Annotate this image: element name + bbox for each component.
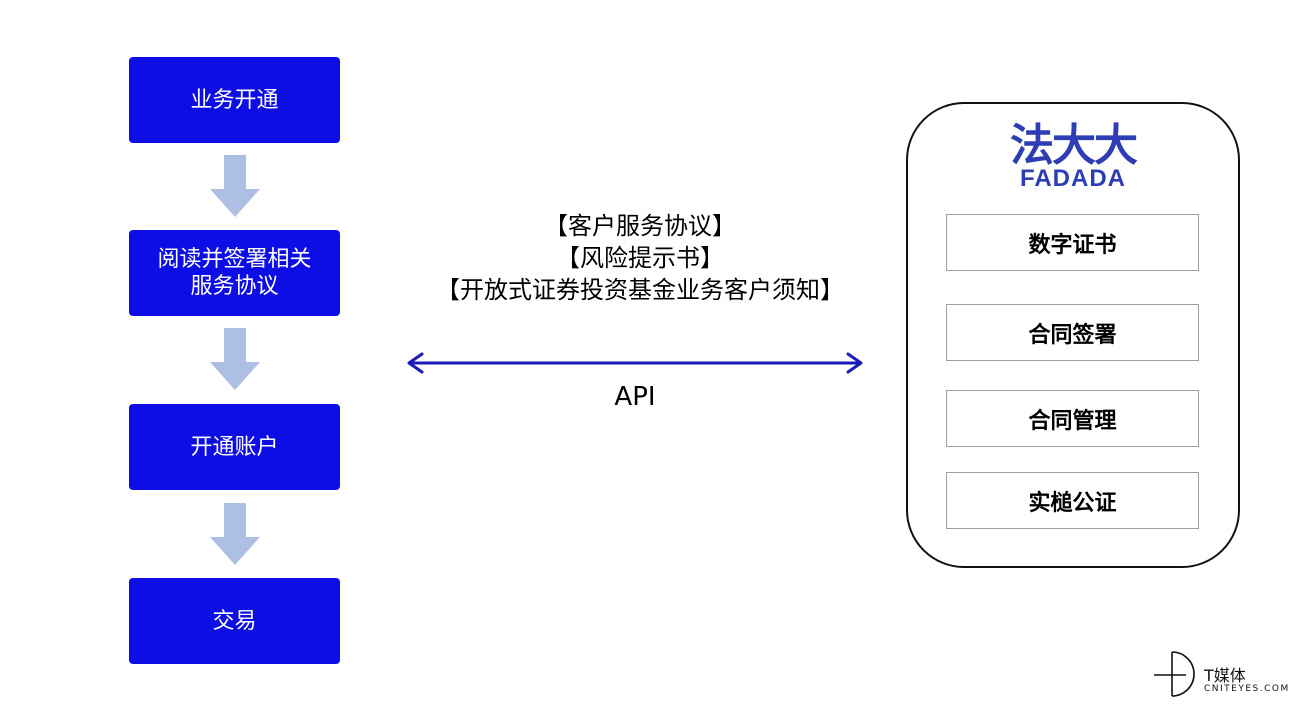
fadada-logo: 法大大 — [1010, 120, 1138, 171]
flow-step-label: 开通账户 — [190, 434, 279, 460]
flow-step-open-business: 业务开通 — [129, 57, 340, 143]
agreement-list: 【客户服务协议】 【风险提示书】 【开放式证券投资基金业务客户须知】 — [380, 210, 900, 306]
flow-step-trade: 交易 — [129, 578, 340, 664]
watermark-domain: CNITEYES.COM — [1204, 684, 1290, 694]
flow-step-label: 阅读并签署相关 服务协议 — [157, 247, 312, 299]
watermark-text: T媒体 — [1204, 666, 1246, 685]
watermark-logo-icon — [1154, 651, 1195, 697]
api-label: API — [614, 382, 656, 412]
flow-step-label: 业务开通 — [190, 87, 279, 113]
agreement-item: 【开放式证券投资基金业务客户须知】 — [436, 276, 844, 304]
provider-panel — [906, 102, 1240, 568]
service-notarization: 实槌公证 — [946, 472, 1199, 529]
service-contract-signing: 合同签署 — [946, 304, 1199, 361]
service-contract-management: 合同管理 — [946, 390, 1199, 447]
flow-step-open-account: 开通账户 — [129, 404, 340, 490]
down-arrow-icon — [210, 503, 260, 565]
down-arrow-icon — [210, 328, 260, 390]
fadada-logo-text: FADADA — [1020, 165, 1126, 192]
agreement-item: 【风险提示书】 — [556, 244, 724, 272]
down-arrow-icon — [210, 155, 260, 217]
agreement-item: 【客户服务协议】 — [544, 212, 736, 240]
flow-step-sign-agreements: 阅读并签署相关 服务协议 — [129, 230, 340, 316]
double-arrow-icon — [407, 352, 863, 374]
flow-step-label: 交易 — [212, 608, 257, 634]
service-digital-certificate: 数字证书 — [946, 214, 1199, 271]
